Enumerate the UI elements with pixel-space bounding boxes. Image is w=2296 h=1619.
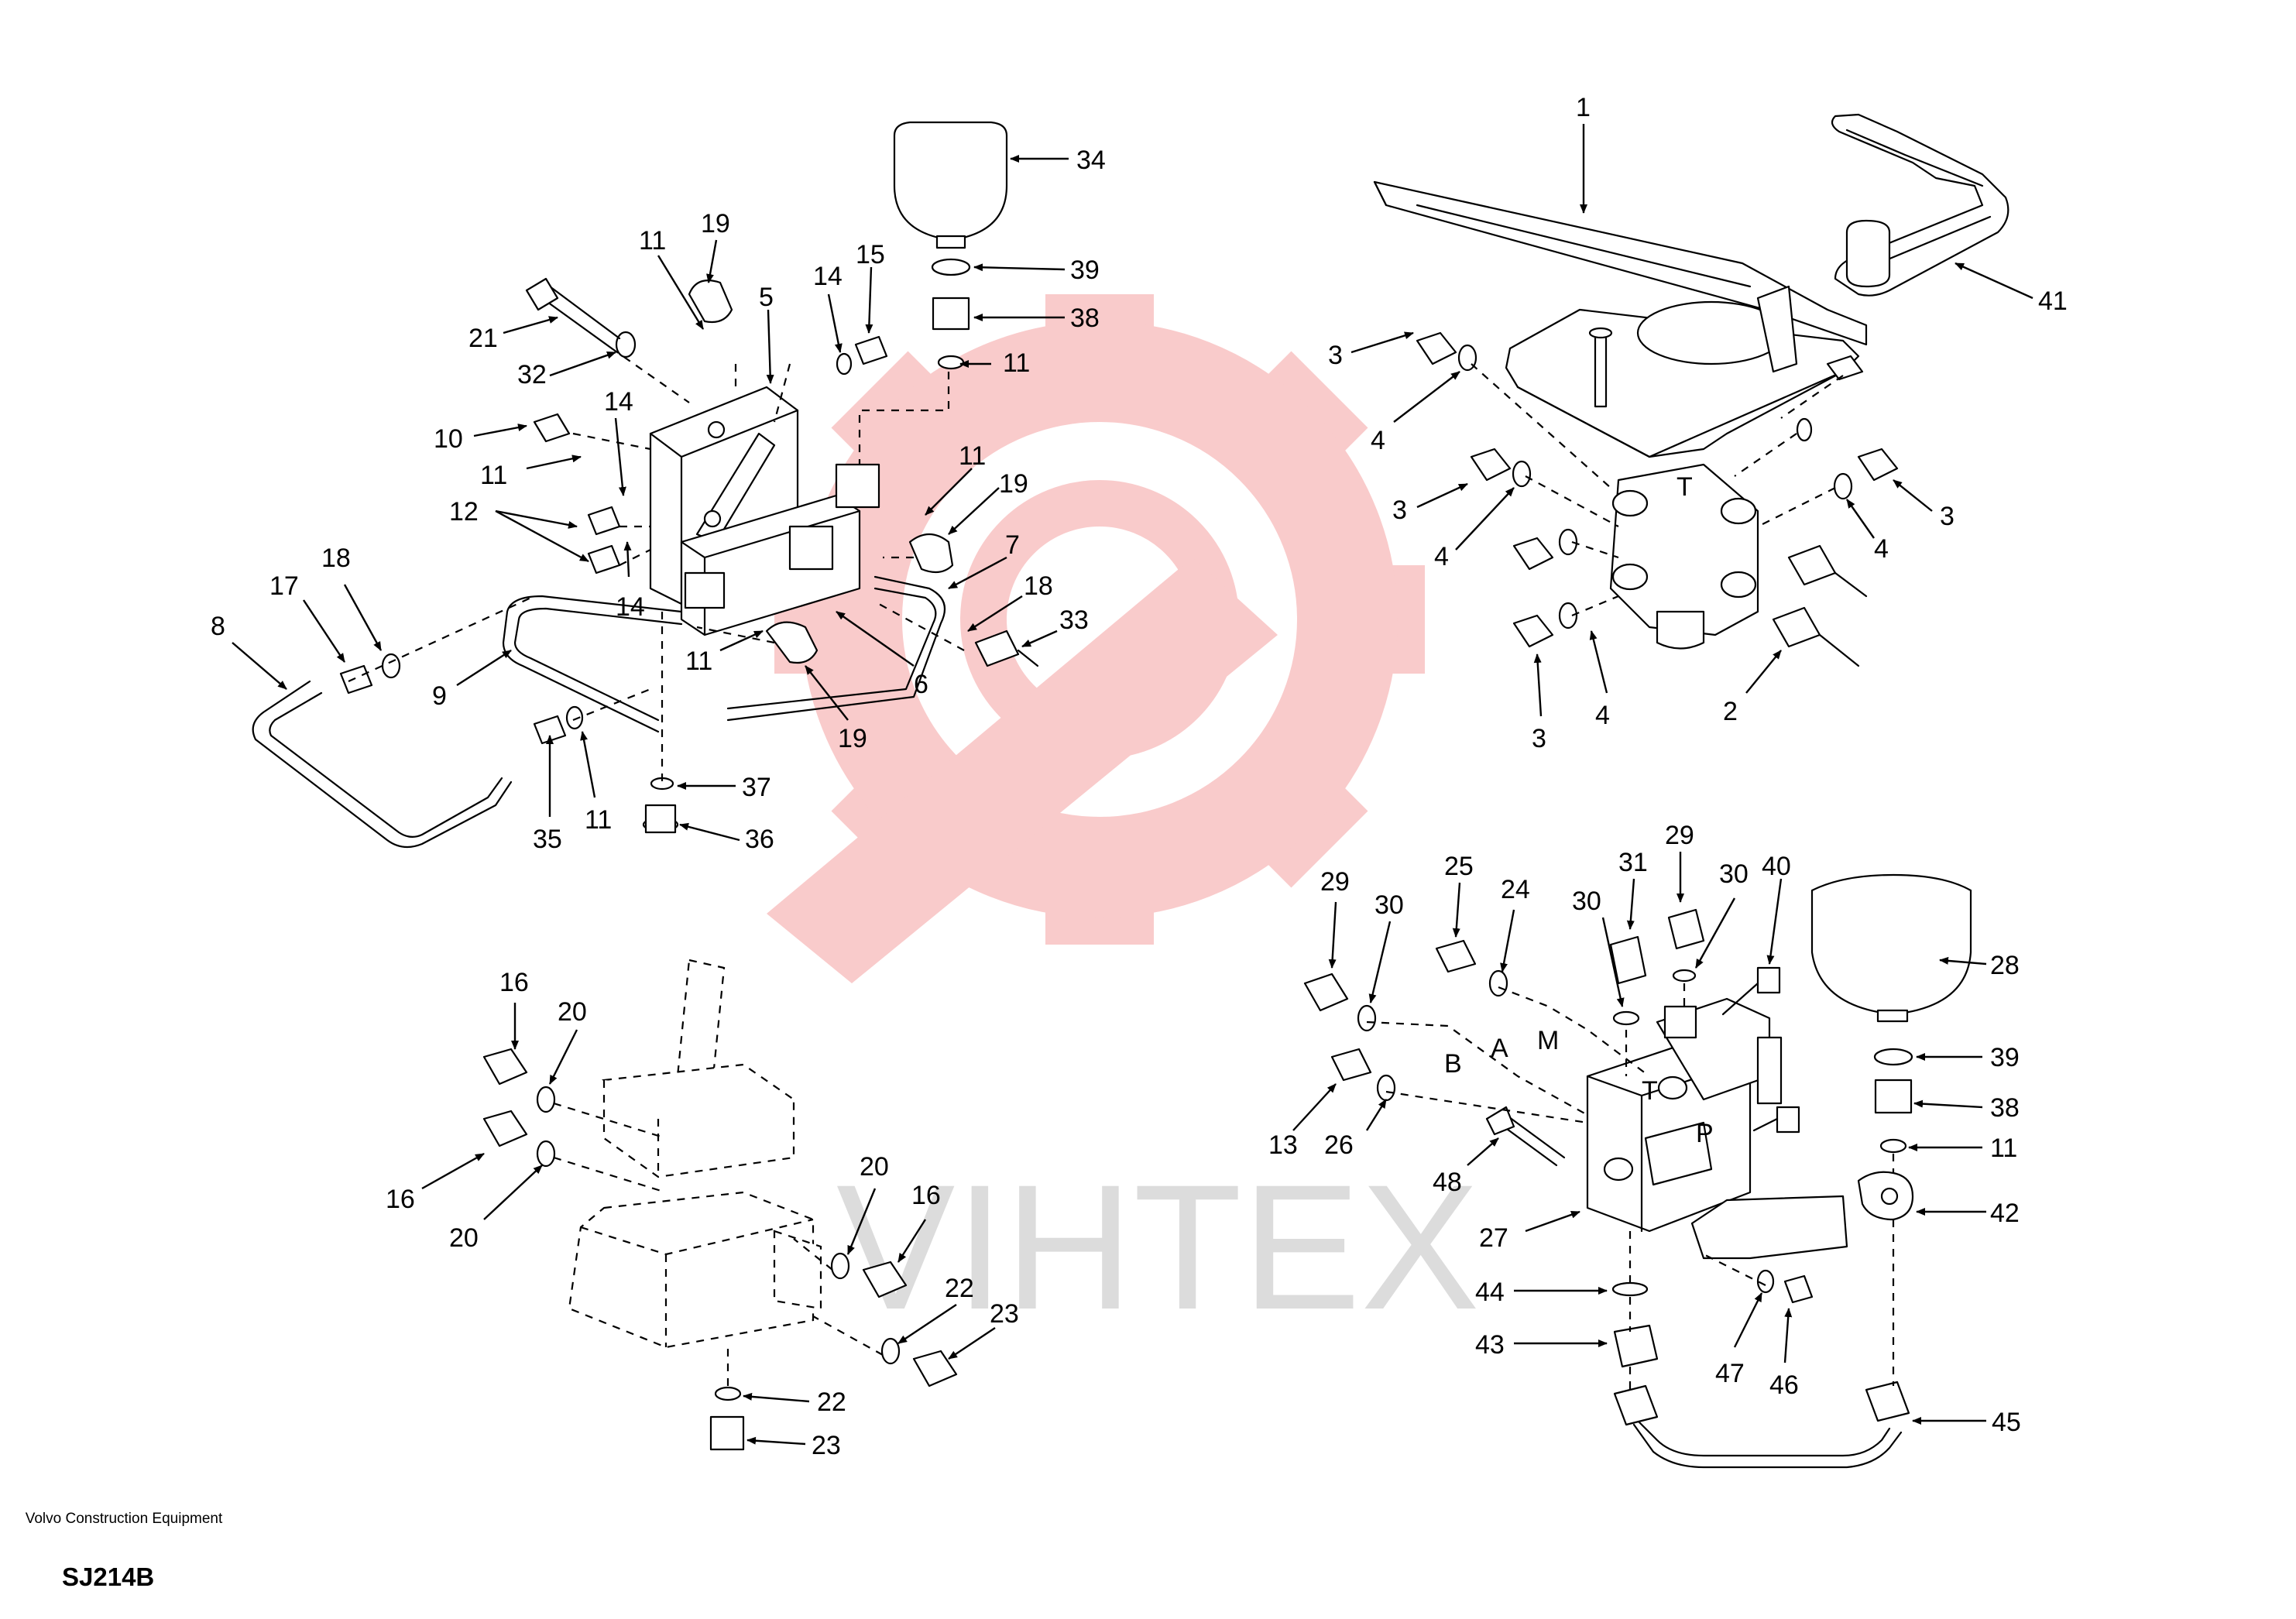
callout-43: 43	[1475, 1330, 1505, 1360]
callout-36: 36	[745, 825, 774, 854]
callout-19: 19	[701, 209, 730, 238]
callout-6: 6	[914, 670, 928, 699]
callout-4: 4	[1434, 542, 1449, 571]
callout-45: 45	[1992, 1408, 2021, 1437]
callout-3: 3	[1328, 341, 1343, 370]
drawing-code: SJ214B	[62, 1562, 155, 1591]
port-label-t-lower: T	[1642, 1076, 1658, 1106]
callout-29: 29	[1665, 821, 1694, 850]
callout-11: 11	[685, 647, 712, 676]
callout-11: 11	[585, 805, 612, 835]
callout-38: 38	[1990, 1093, 2020, 1123]
callout-9: 9	[432, 681, 447, 711]
callout-11: 11	[1003, 348, 1030, 378]
callout-5: 5	[759, 283, 774, 312]
callout-4: 4	[1874, 534, 1889, 564]
callout-16: 16	[386, 1185, 415, 1214]
callout-16: 16	[911, 1181, 941, 1210]
callout-2: 2	[1723, 697, 1738, 726]
callout-15: 15	[856, 240, 885, 269]
callout-47: 47	[1715, 1359, 1745, 1388]
callout-39: 39	[1070, 256, 1100, 285]
callout-38: 38	[1070, 304, 1100, 333]
company-name: Volvo Construction Equipment	[25, 1511, 223, 1527]
callout-12: 12	[449, 497, 479, 527]
callout-28: 28	[1990, 951, 2020, 980]
callout-21: 21	[468, 324, 498, 353]
valve-assembly-upper-left	[252, 121, 1039, 849]
callout-4: 4	[1371, 426, 1385, 455]
callout-39: 39	[1990, 1043, 2020, 1072]
callout-48: 48	[1433, 1168, 1462, 1197]
callout-3: 3	[1392, 496, 1407, 525]
callout-1: 1	[1576, 93, 1591, 122]
pedal-assembly-upper-right	[1373, 113, 2009, 667]
callout-14: 14	[604, 387, 633, 417]
callout-46: 46	[1769, 1370, 1799, 1400]
callout-20: 20	[860, 1152, 889, 1182]
callout-44: 44	[1475, 1278, 1505, 1307]
callout-23: 23	[990, 1299, 1019, 1329]
callout-22: 22	[945, 1274, 974, 1303]
callout-8: 8	[211, 612, 225, 641]
callout-10: 10	[434, 424, 463, 454]
callout-41: 41	[2038, 286, 2068, 316]
callout-30: 30	[1572, 887, 1601, 916]
callout-42: 42	[1990, 1199, 2020, 1228]
callout-17: 17	[269, 571, 299, 601]
callout-34: 34	[1076, 146, 1106, 175]
callout-4: 4	[1595, 701, 1610, 730]
callout-20: 20	[558, 997, 587, 1027]
callout-25: 25	[1444, 852, 1474, 881]
callout-24: 24	[1501, 875, 1530, 904]
port-label-t-upper: T	[1677, 472, 1693, 502]
callout-22: 22	[817, 1387, 846, 1417]
callout-29: 29	[1320, 867, 1350, 897]
callout-14: 14	[813, 262, 843, 291]
callout-30: 30	[1719, 859, 1749, 889]
callout-13: 13	[1268, 1130, 1298, 1160]
port-labels: T P A B M T P	[1444, 472, 1714, 1148]
callout-19: 19	[838, 724, 867, 753]
callout-33: 33	[1059, 605, 1089, 635]
callout-27: 27	[1479, 1223, 1508, 1253]
callout-30: 30	[1375, 890, 1404, 920]
callout-20: 20	[449, 1223, 479, 1253]
callout-40: 40	[1762, 852, 1791, 881]
callout-23: 23	[812, 1431, 841, 1460]
callout-3: 3	[1532, 724, 1546, 753]
callout-18: 18	[1024, 571, 1053, 601]
watermark-text: VIHTEX	[836, 1147, 1480, 1346]
port-label-m: M	[1537, 1026, 1559, 1055]
callout-37: 37	[742, 773, 771, 802]
port-label-a: A	[1491, 1034, 1508, 1063]
callout-11: 11	[959, 441, 986, 471]
callout-19: 19	[999, 469, 1028, 499]
port-label-p-lower: P	[1696, 1119, 1714, 1148]
callout-11: 11	[1990, 1134, 2017, 1163]
callout-26: 26	[1324, 1130, 1354, 1160]
callout-11: 11	[480, 461, 507, 490]
callouts: 1 2 3 3 3 3 4 4 4 4 5 6 7 8 9	[211, 93, 2068, 1460]
callout-16: 16	[499, 968, 529, 997]
callout-14: 14	[616, 592, 645, 622]
callout-18: 18	[321, 544, 351, 573]
port-label-b: B	[1444, 1049, 1462, 1079]
ghost-assembly-lower-left	[482, 959, 958, 1451]
callout-32: 32	[517, 360, 547, 389]
callout-35: 35	[533, 825, 562, 854]
callout-7: 7	[1005, 530, 1020, 560]
callout-11: 11	[639, 226, 666, 256]
valve-assembly-lower-right	[1303, 873, 1972, 1469]
callout-3: 3	[1940, 502, 1955, 531]
callout-31: 31	[1618, 848, 1648, 877]
